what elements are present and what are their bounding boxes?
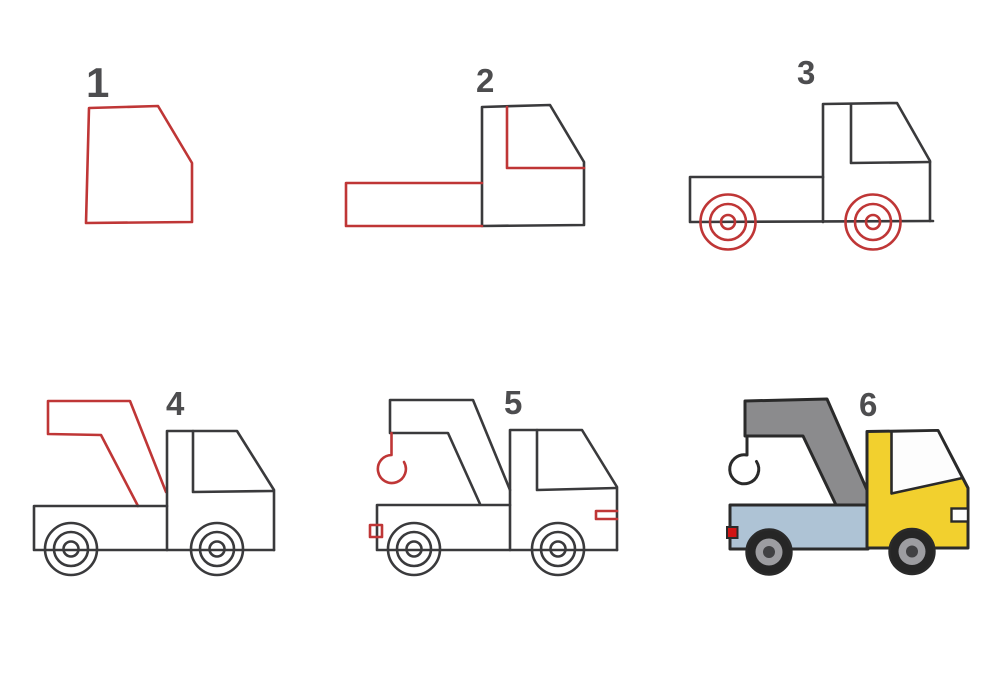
front-wheel <box>189 521 245 577</box>
windshield <box>890 429 964 495</box>
crane-hook <box>728 434 761 486</box>
cab-outline <box>508 428 619 552</box>
step-2-drawing <box>344 103 586 228</box>
step-5-drawing <box>368 398 619 577</box>
crane-boom <box>743 397 869 507</box>
crane-boom-outline <box>388 398 512 506</box>
rear-wheel <box>386 521 442 577</box>
rear-wheel <box>43 521 99 577</box>
step-6-number: 6 <box>859 386 878 423</box>
step-3-drawing <box>688 101 935 251</box>
step-1-number: 1 <box>86 59 110 106</box>
flatbed-outline <box>344 181 484 228</box>
window-divider <box>505 105 586 170</box>
crane-hook <box>376 431 408 485</box>
front-wheel <box>888 527 936 576</box>
flatbed-outline <box>32 504 276 552</box>
window-lines <box>535 428 618 492</box>
cab-outline <box>480 103 586 228</box>
step-2-number: 2 <box>476 62 495 99</box>
cab-outline <box>821 101 932 224</box>
crane-boom-outline <box>46 399 168 508</box>
rear-wheel <box>745 528 793 576</box>
step-4-drawing <box>32 399 276 577</box>
step-5-number: 5 <box>504 384 523 421</box>
tail-light <box>726 526 739 539</box>
front-wheel <box>844 193 902 251</box>
headlight <box>950 507 970 523</box>
tail-light <box>368 523 384 539</box>
rear-wheel <box>699 193 757 251</box>
flatbed-outline <box>688 175 935 224</box>
step-4-number: 4 <box>166 385 185 422</box>
step-1-drawing <box>84 104 194 225</box>
front-wheel <box>530 521 586 577</box>
cab-outline <box>84 104 194 225</box>
cab-outline <box>165 429 276 552</box>
headlight <box>594 509 619 521</box>
step-6-drawing <box>726 397 970 576</box>
flatbed-outline <box>375 503 619 552</box>
window-lines <box>849 102 932 165</box>
window-lines <box>191 429 275 494</box>
step-3-number: 3 <box>797 54 816 91</box>
